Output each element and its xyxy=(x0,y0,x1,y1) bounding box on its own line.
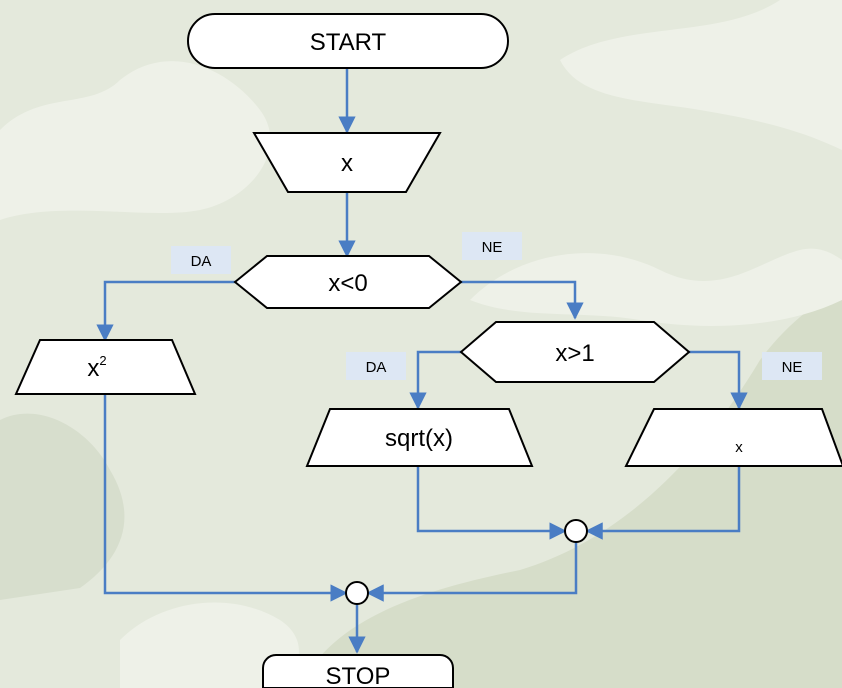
svg-text:x2: x2 xyxy=(87,353,106,382)
square-base: x xyxy=(87,355,99,382)
input-label: x xyxy=(341,150,353,177)
start-label: START xyxy=(310,29,387,56)
branch-label-cond1-yes: DA xyxy=(171,246,231,274)
svg-text:NE: NE xyxy=(782,359,803,376)
sqrt-label: sqrt(x) xyxy=(385,425,453,452)
arrow-cond1-yes xyxy=(96,280,235,342)
stop-node: STOP xyxy=(262,654,454,688)
arrow-sqrt-to-merge xyxy=(416,467,567,540)
output-x-label: x xyxy=(735,439,743,456)
output-x-squared: x2 xyxy=(14,339,197,395)
decision-1-label: x<0 xyxy=(328,270,367,297)
output-sqrt: sqrt(x) xyxy=(305,408,534,467)
decision-x-less-than-0: x<0 xyxy=(233,255,463,309)
start-node: START xyxy=(187,13,509,69)
arrow-square-to-merge2 xyxy=(103,395,348,602)
arrow-merge1-to-merge2 xyxy=(366,542,578,602)
arrow-cond1-no xyxy=(461,280,584,320)
connectors xyxy=(96,68,748,654)
merge-connector-inner xyxy=(564,519,588,543)
branch-label-cond1-no: NE xyxy=(462,232,522,260)
decision-2-label: x>1 xyxy=(555,340,594,367)
input-node: x xyxy=(252,132,442,193)
arrow-cond2-no xyxy=(689,350,748,410)
svg-text:DA: DA xyxy=(191,253,212,270)
branch-label-cond2-no: NE xyxy=(762,352,822,380)
merge-connector-outer xyxy=(345,581,369,605)
square-exponent: 2 xyxy=(99,353,106,368)
branch-label-cond2-yes: DA xyxy=(346,352,406,380)
stop-label: STOP xyxy=(326,663,391,688)
svg-text:NE: NE xyxy=(482,239,503,256)
decision-x-greater-than-1: x>1 xyxy=(459,321,691,383)
arrow-cond2-yes xyxy=(409,350,461,410)
arrow-x-to-merge xyxy=(585,467,741,540)
output-x: x xyxy=(624,408,842,467)
svg-text:DA: DA xyxy=(366,359,387,376)
